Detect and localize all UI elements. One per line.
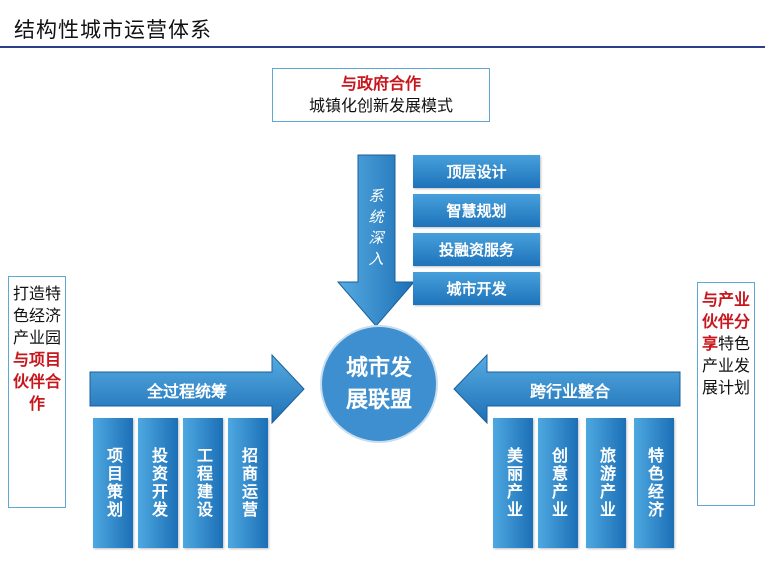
service-smart-planning: 智慧规划: [413, 194, 540, 227]
cross-industry-label: 跨行业整合: [529, 382, 610, 401]
project-partner-text: 与项目伙伴合作: [12, 350, 61, 413]
urbanization-model-text: 城镇化创新发展模式: [308, 96, 453, 115]
page-title: 结构性城市运营体系: [14, 18, 212, 42]
right-card-creative-industry: 创意产业: [538, 418, 578, 548]
industry-plan-text: 特色产业发展计划: [701, 334, 751, 397]
right-card-beauty-industry: 美丽产业: [493, 418, 533, 548]
center-line-2: 展联盟: [345, 387, 412, 413]
left-card-investment-operation: 招商运营: [228, 418, 268, 548]
service-city-development: 城市开发: [413, 272, 540, 305]
system-deepening-label: 系统深入: [368, 187, 384, 268]
left-card-investment-development: 投资开发: [138, 418, 178, 548]
industry-partner-text: 与产业伙伴分享: [701, 290, 750, 353]
left-card-engineering-construction: 工程建设: [183, 418, 223, 548]
whole-process-label: 全过程统筹: [146, 382, 227, 401]
government-cooperation-box: 与政府合作 城镇化创新发展模式: [272, 68, 490, 122]
left-pointing-arrow: [453, 353, 681, 425]
center-line-1: 城市发: [345, 355, 412, 381]
service-top-level-design: 顶层设计: [413, 155, 540, 188]
project-partner-box: 打造特色经济产业园与项目伙伴合作: [8, 276, 66, 508]
right-card-tourism-industry: 旅游产业: [586, 418, 626, 548]
right-pointing-arrow: [89, 353, 305, 425]
service-investment-financing: 投融资服务: [413, 233, 540, 266]
downward-arrow: [336, 154, 416, 327]
right-card-characteristic-economy: 特色经济: [634, 418, 674, 548]
industry-partner-box: 与产业伙伴分享特色产业发展计划: [697, 282, 755, 506]
title-underline: [0, 46, 765, 48]
government-cooperation-heading: 与政府合作: [340, 74, 421, 93]
city-development-alliance-circle: 城市发 展联盟: [322, 327, 436, 441]
industrial-park-text: 打造特色经济产业园: [12, 284, 61, 347]
left-card-project-planning: 项目策划: [93, 418, 133, 548]
